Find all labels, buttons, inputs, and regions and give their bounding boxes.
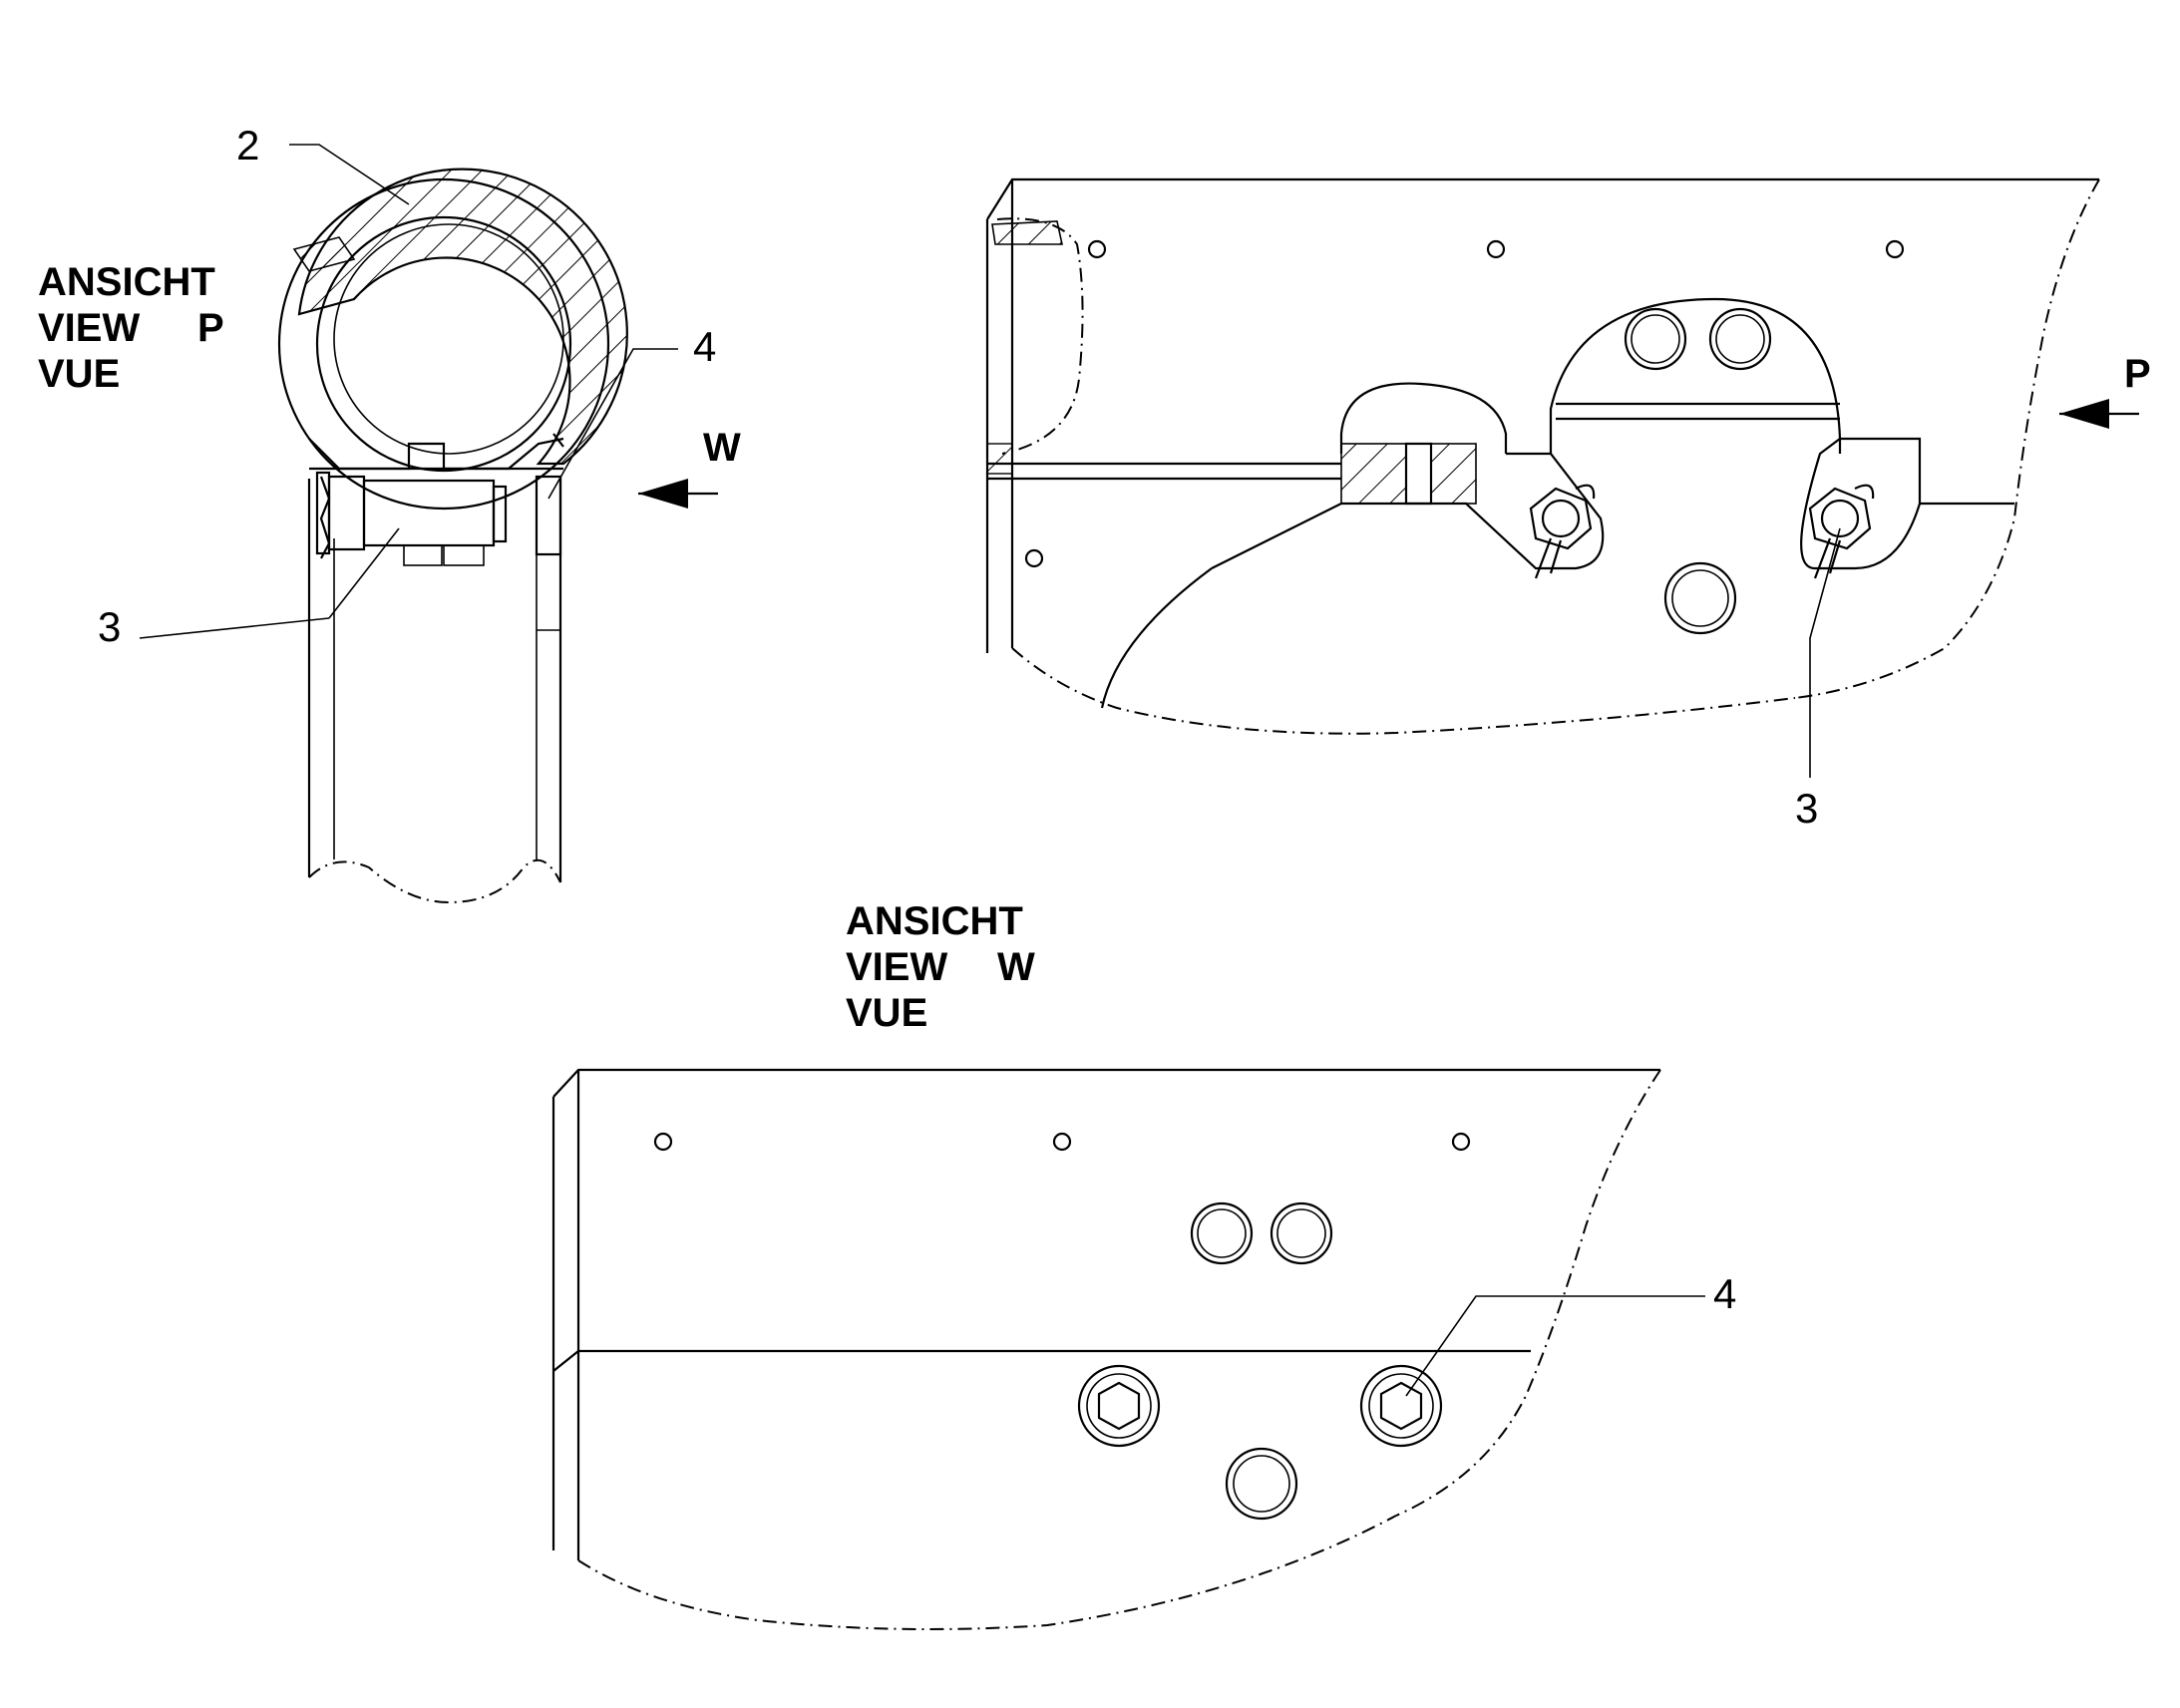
view-w-line3: VUE: [846, 991, 927, 1035]
plate-w-hole-2: [1052, 1132, 1072, 1152]
clamp-insert: [292, 236, 356, 272]
view-p-line3: VUE: [38, 352, 120, 396]
plate-p-hatch-strip: [986, 443, 1013, 475]
post-break-line: [308, 858, 561, 904]
plate-w-outline: [552, 1068, 1660, 1098]
plate-p-hole-2: [1486, 239, 1506, 259]
castle-nut-right: [1808, 487, 1872, 550]
lug-right: [1800, 437, 1922, 570]
plate-p-bottom-break: [1011, 647, 1796, 735]
lug-curve: [1211, 503, 1342, 569]
view-w-letter: W: [997, 945, 1035, 989]
bolt-shaft: [362, 479, 496, 547]
view-p-letter: P: [197, 306, 224, 350]
arrow-w-label: W: [703, 426, 741, 470]
lug-foot-left: [403, 544, 443, 566]
view-p-line2: VIEW: [38, 306, 140, 350]
leader-3-left-b: [328, 527, 400, 619]
section-view-clamp: [139, 144, 718, 904]
spacer-slash: [552, 433, 564, 448]
plate-p-hole-1: [1087, 239, 1107, 259]
plate-w-hole-3: [1451, 1132, 1471, 1152]
castle-nut-left-bore: [1541, 499, 1581, 538]
pipe-outer-circle: [315, 215, 572, 473]
plate-p-outline: [986, 177, 2099, 220]
plate-w-round-left-in: [1197, 1208, 1247, 1258]
plate-w-round-left: [1190, 1201, 1254, 1265]
lug-foot-right: [443, 544, 485, 566]
leader-4-bottom: [1405, 1295, 1705, 1397]
plate-w-round-lower: [1225, 1447, 1298, 1521]
cotter-pin: [319, 476, 331, 559]
view-p-plate: [985, 177, 2139, 778]
lug-left-hatch-b: [1430, 443, 1477, 505]
callout-4-bottom: 4: [1713, 1270, 1736, 1317]
bracket-hole-right-in: [1715, 314, 1765, 364]
callout-3-left: 3: [98, 603, 121, 650]
plate-w-round-lower-in: [1233, 1455, 1290, 1513]
plate-w-divider: [552, 1350, 579, 1372]
clamp-outer-circle: [277, 177, 610, 511]
lug-left-slot: [1404, 442, 1433, 506]
spacer-block: [535, 475, 562, 556]
leader-2: [289, 144, 410, 205]
castle-nut-left: [1529, 487, 1593, 550]
lug-left-body: [1341, 452, 1605, 570]
plate-p-sweep: [1100, 567, 1213, 709]
bracket-dome: [1549, 297, 1842, 454]
callout-4-top: 4: [693, 323, 716, 370]
arrow-p-label: P: [2124, 352, 2151, 396]
bolt-w-left-hex: [1097, 1381, 1141, 1431]
view-w-plate: [551, 1068, 1705, 1630]
pipe-inner-circle: [333, 223, 564, 455]
leader-4-top: [547, 348, 678, 500]
bracket-hole-lower-in: [1671, 569, 1729, 627]
plate-w-bottom-break: [577, 1515, 1397, 1630]
leader-3-right: [1809, 527, 1841, 778]
view-w-line1: ANSICHT: [846, 899, 1023, 943]
callout-2: 2: [236, 122, 259, 169]
plate-w-right-break: [1395, 1069, 1661, 1517]
plate-p-hole-3: [1885, 239, 1905, 259]
bolt-w-right-hex: [1379, 1381, 1423, 1431]
leader-3-left: [139, 617, 330, 639]
bracket-hole-lower: [1663, 561, 1737, 635]
bracket-hole-right: [1708, 307, 1772, 371]
cotter-pin-right: [1813, 484, 1875, 579]
bolt-w-right-outer: [1359, 1364, 1443, 1448]
plate-p-hole-4: [1024, 548, 1044, 568]
bolt-w-left-outer: [1077, 1364, 1161, 1448]
view-p-line1: ANSICHT: [38, 260, 215, 304]
bolt-w-right-inner: [1368, 1373, 1434, 1439]
castle-nut-right-bore: [1820, 499, 1860, 538]
bracket-hole-left-in: [1631, 314, 1680, 364]
view-w-line2: VIEW: [846, 945, 947, 989]
plate-w-hole-1: [653, 1132, 673, 1152]
lug-left-hatch-a: [1340, 443, 1407, 505]
plate-p-cutaway-hatch: [991, 220, 1063, 245]
bolt-head: [492, 485, 508, 543]
lug-left: [1339, 382, 1508, 454]
bracket-hole-left: [1624, 307, 1687, 371]
callout-3-right: 3: [1795, 785, 1818, 832]
clamp-ring-hatched: [297, 168, 628, 466]
cotter-pin-left: [1534, 484, 1596, 579]
plate-p-cutaway: [996, 217, 1084, 455]
bolt-w-left-inner: [1086, 1373, 1152, 1439]
plate-w-round-right-in: [1276, 1208, 1326, 1258]
plate-w-round-right: [1270, 1201, 1333, 1265]
